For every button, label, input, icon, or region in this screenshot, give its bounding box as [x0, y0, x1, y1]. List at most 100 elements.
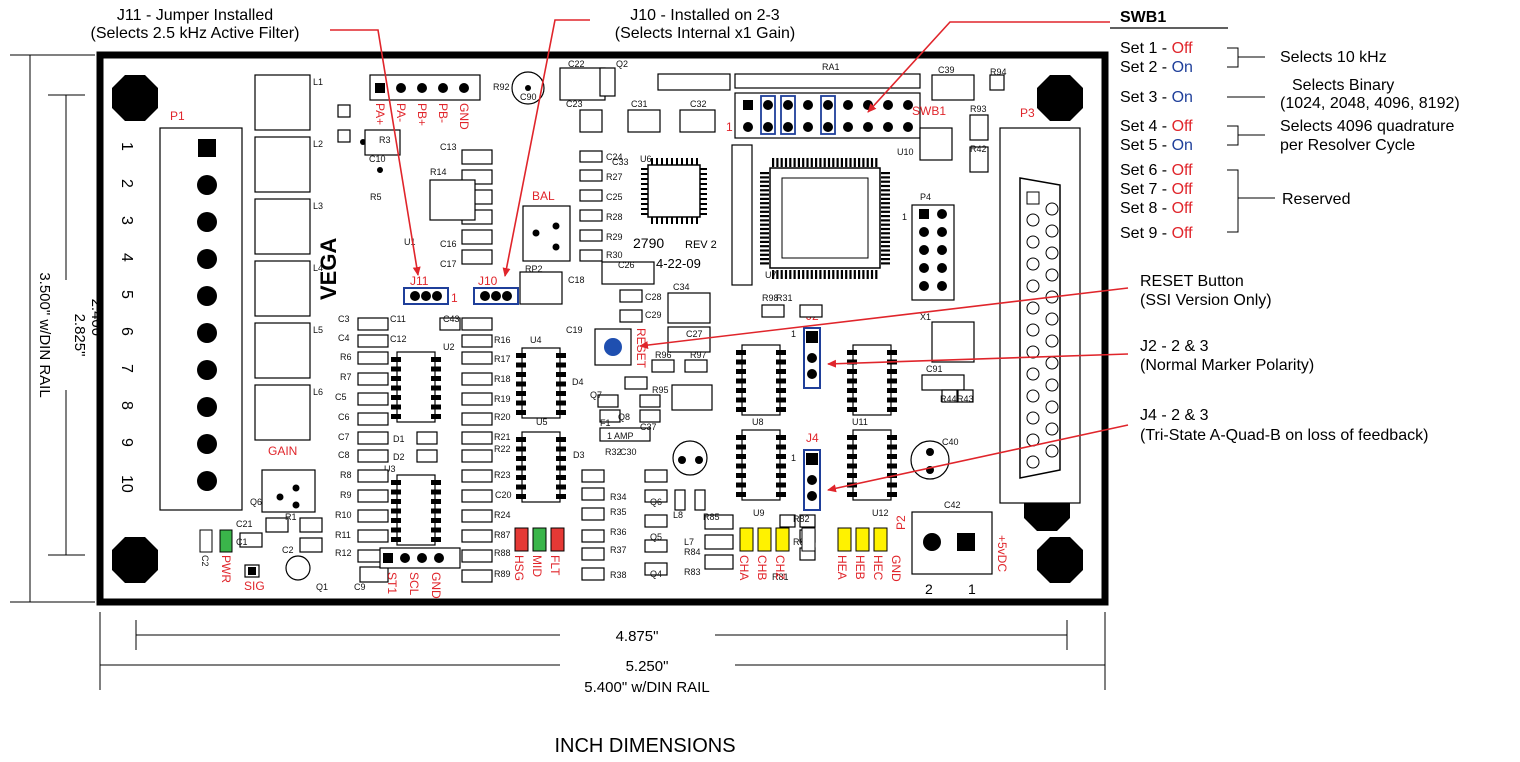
inductor	[254, 260, 311, 317]
component-designator: R9	[340, 490, 352, 500]
board-date: 4-22-09	[656, 256, 701, 271]
passive-component	[799, 514, 816, 528]
component-designator: C17	[440, 259, 457, 269]
passive-component	[989, 74, 1005, 91]
passive-component	[579, 189, 603, 202]
header-pin	[396, 83, 406, 93]
component-designator: C37	[640, 422, 657, 432]
j11-pin1: 1	[451, 291, 458, 305]
db-pin	[1045, 202, 1059, 216]
j4-pin1: 1	[791, 453, 796, 463]
component-designator: R11	[335, 530, 351, 540]
component-designator: R42	[970, 144, 987, 154]
callout-j11-desc: (Selects 2.5 kHz Active Filter)	[91, 25, 300, 42]
component-designator: C28	[645, 292, 662, 302]
component-designator: R27	[606, 172, 623, 182]
swb1-desc-binary-values: (1024, 2048, 4096, 8192)	[1280, 95, 1460, 112]
passive-component	[639, 394, 661, 408]
p1-pin-number: 4	[118, 253, 135, 262]
mounting-holes	[112, 75, 1083, 583]
led	[801, 527, 816, 552]
passive-component	[579, 249, 603, 262]
component-designator: R1	[285, 512, 297, 522]
callout-j11-title: J11 - Jumper Installed	[117, 7, 273, 24]
u6-qfp: U6	[640, 154, 707, 224]
passive-component	[429, 179, 476, 221]
component-designator: D4	[572, 377, 584, 387]
component-designator: R31	[776, 293, 793, 303]
component-designator: X1	[920, 312, 931, 322]
inductor-label: L4	[313, 263, 323, 273]
passive-component	[579, 229, 603, 242]
component-designator: C91	[926, 364, 943, 374]
component-designator: R28	[606, 212, 623, 222]
component-designator: R94	[990, 67, 1007, 77]
passive-component	[627, 109, 661, 133]
component-designator: RP2	[525, 264, 543, 274]
db-pin	[1026, 213, 1040, 227]
passive-component	[357, 509, 389, 523]
jumper-j4: J4 1	[791, 431, 821, 511]
header-pin-label: GND	[457, 103, 471, 130]
component-designator: C31	[631, 99, 648, 109]
component-designator: C21	[236, 519, 253, 529]
passive-component	[704, 514, 734, 530]
component-designator: C43	[443, 314, 460, 324]
p1-pin	[197, 249, 217, 269]
u7-label: U7	[765, 270, 777, 280]
callout-j11: J11 - Jumper Installed (Selects 2.5 kHz …	[91, 7, 421, 276]
p1-pin	[197, 323, 217, 343]
passive-component	[919, 127, 953, 161]
led-label: HEA	[835, 555, 849, 580]
passive-component	[299, 517, 323, 533]
component-designator: R97	[690, 350, 707, 360]
db-pin	[1045, 334, 1059, 348]
callout-j2-title: J2 - 2 & 3	[1140, 338, 1209, 355]
passive-component	[357, 334, 389, 348]
component-designator: R85	[703, 512, 720, 522]
db-pin	[1026, 235, 1040, 249]
led	[757, 527, 772, 552]
passive-component	[579, 150, 603, 163]
passive-component	[581, 469, 605, 483]
component-designator: R32	[605, 447, 622, 457]
header-pin	[417, 83, 427, 93]
bal-pot: BAL	[522, 189, 571, 262]
component-designator: C22	[568, 59, 585, 69]
component-designator: C18	[568, 275, 585, 285]
dip-ic	[741, 429, 781, 501]
header-pin-label: GND	[429, 572, 443, 599]
component-designator: R16	[494, 335, 511, 345]
component-designator: C39	[938, 65, 955, 75]
dimensions-caption: INCH DIMENSIONS	[554, 735, 735, 757]
component-designator: C10	[369, 154, 386, 164]
component-designator: C34	[673, 282, 690, 292]
component-designator: R24	[494, 510, 511, 520]
component-designator: Q5	[650, 532, 662, 542]
db-pin	[1045, 444, 1059, 458]
vega-logo: VEGA	[316, 238, 341, 300]
header-pin-label: SCL	[407, 572, 421, 596]
header-pin-label: PB-	[436, 103, 450, 123]
component-designator: R29	[606, 232, 623, 242]
dip-ic	[521, 347, 561, 419]
component-designator: C42	[944, 500, 961, 510]
swb1-desc-quad: Selects 4096 quadrature	[1280, 118, 1454, 135]
component-designator: R22	[494, 444, 511, 454]
p1-pin-number: 8	[118, 401, 135, 410]
dim-height-din: 3.500" w/DIN RAIL	[36, 272, 53, 397]
component-designator: C33	[612, 157, 629, 167]
component-designator: C26	[618, 260, 635, 270]
component-designator: R18	[494, 374, 511, 384]
component-designator: C40	[942, 437, 959, 447]
passive-component	[461, 529, 493, 543]
component-designator: R43	[957, 394, 974, 404]
passive-component	[357, 529, 389, 543]
component-designator: F1	[600, 418, 611, 428]
passive-component	[357, 372, 389, 386]
callout-reset-desc: (SSI Version Only)	[1140, 292, 1272, 309]
component-designator: R89	[494, 569, 511, 579]
